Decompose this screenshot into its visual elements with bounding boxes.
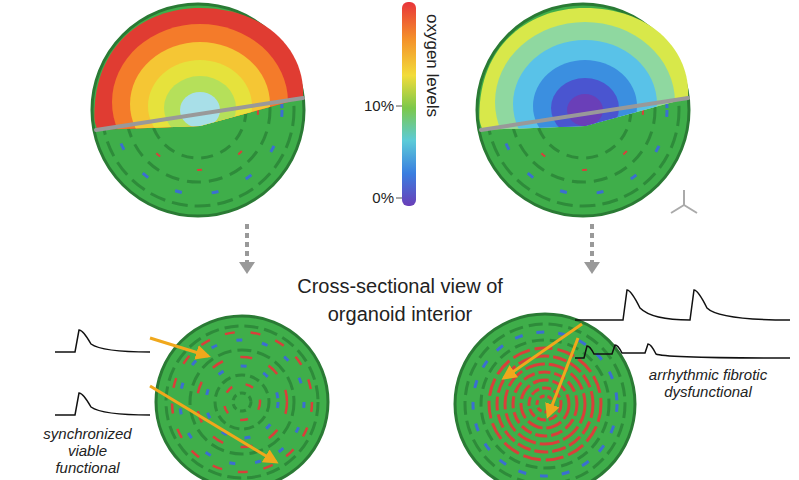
- cross-section: [455, 314, 635, 480]
- scale-title: oxygen levels: [422, 14, 442, 117]
- calcium-trace: [55, 330, 150, 415]
- pointer-arrow: [548, 338, 578, 416]
- oxygen-scale-bar: [402, 2, 416, 206]
- axis-icon: [671, 190, 697, 213]
- status-note: arrhythmic fibrotic dysfunctional: [648, 366, 768, 400]
- scale-tick: 10%: [360, 97, 394, 115]
- status-note: synchronized viable functional: [35, 425, 140, 476]
- calcium-trace: [575, 290, 790, 358]
- dashed-arrow: [584, 224, 600, 274]
- pointer-arrow: [504, 324, 582, 378]
- pointer-arrow: [150, 386, 276, 462]
- cross-section: [156, 316, 328, 480]
- dashed-arrow: [239, 224, 255, 274]
- organoid-sphere: [477, 4, 693, 216]
- organoid-sphere: [92, 4, 308, 216]
- section-heading: Cross-sectional view of organoid interio…: [270, 272, 530, 328]
- pointer-arrow: [150, 338, 208, 356]
- scale-tick: 0%: [360, 189, 394, 207]
